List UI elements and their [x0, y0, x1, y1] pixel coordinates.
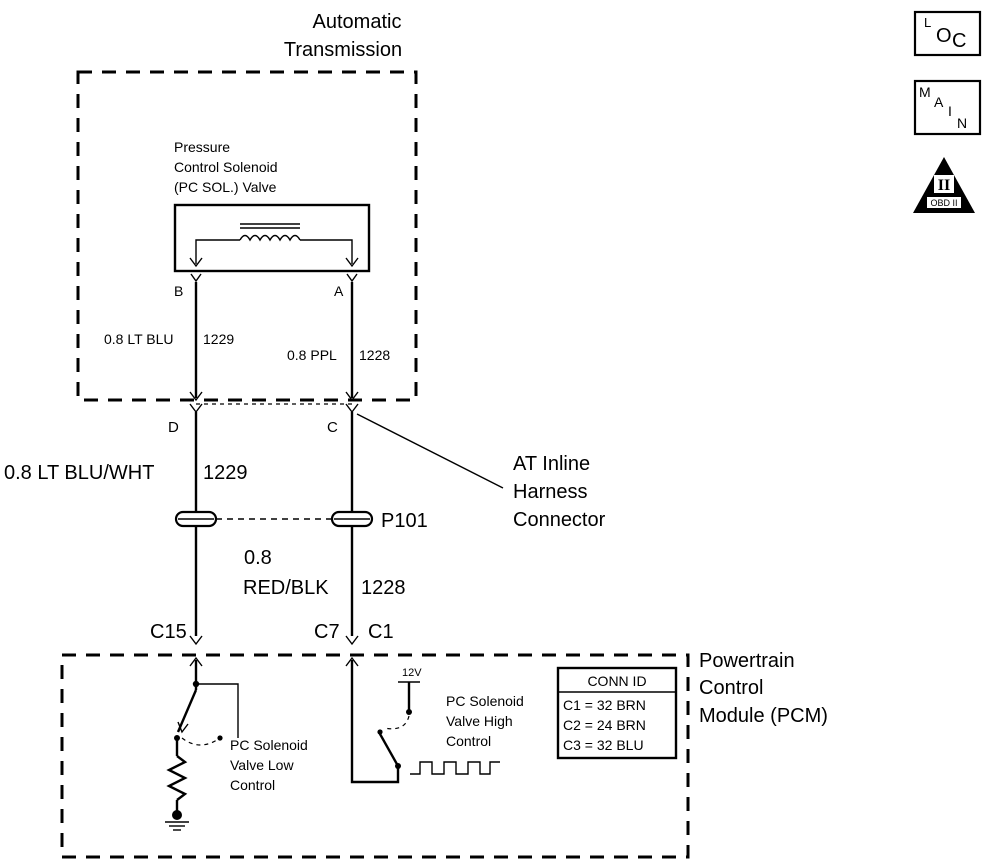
switch-contact — [406, 709, 412, 715]
obd-text-box — [927, 197, 961, 208]
loc-letter: C — [952, 30, 966, 52]
solenoid-internal-wire — [195, 239, 240, 264]
transmission-title-line1: Automatic — [313, 11, 402, 33]
wire-red-blk-label-line2: RED/BLK — [243, 577, 329, 599]
wire-lt-blu-circuit: 1229 — [203, 331, 234, 347]
conn-id-row: C3 = 32 BLU — [563, 737, 644, 753]
switch-contact — [395, 763, 401, 769]
low-driver-feedback-wire — [196, 683, 239, 738]
transmission-title-line2: Transmission — [284, 39, 402, 61]
terminal-b-icon — [190, 273, 202, 283]
conn-id-row: C2 = 24 BRN — [563, 717, 646, 733]
connector-leader-line — [356, 413, 504, 489]
low-control-label-line1: PC Solenoid — [230, 737, 308, 753]
high-switch-link — [383, 715, 410, 730]
connector-pin-c: C — [327, 419, 338, 436]
high-switch-blade — [378, 733, 400, 767]
pcm-pin-c7: C7 — [314, 621, 340, 643]
obd-roman: II — [938, 177, 950, 194]
low-control-label-line2: Valve Low — [230, 757, 294, 773]
switch-contact — [377, 729, 383, 735]
obd-text: OBD II — [930, 198, 957, 208]
transmission-section: Automatic Transmission — [76, 11, 418, 402]
solenoid-internal-wire — [300, 239, 353, 264]
main-letter: A — [934, 94, 944, 110]
switch-contact — [217, 735, 223, 741]
pcm-pin-c15: C15 — [150, 621, 187, 643]
wire-ppl-label: 0.8 PPL — [287, 347, 337, 363]
high-driver-wire — [350, 660, 400, 784]
main-letter: M — [919, 84, 931, 100]
pcm-section: Powertrain Control Module (PCM) C15 C7 C… — [60, 621, 828, 859]
loc-letter: L — [924, 15, 931, 30]
arrow-down-icon — [345, 257, 359, 268]
arrow-down-icon — [189, 391, 203, 402]
solenoid-coil-icon — [239, 234, 301, 242]
pcm-title-line1: Powertrain — [699, 650, 795, 672]
voltage-label: 12V — [402, 667, 422, 679]
main-letter: I — [948, 103, 952, 119]
connector-pin-d-icon — [189, 403, 203, 414]
splice-label: P101 — [381, 510, 428, 532]
terminal-a-label: A — [334, 283, 344, 299]
wire-red-blk-label-line1: 0.8 — [244, 547, 272, 569]
pcm-pin-c7-icon — [345, 635, 359, 646]
arrow-up-icon — [345, 656, 359, 667]
high-control-label-line1: PC Solenoid — [446, 693, 524, 709]
connector-pin-c-icon — [345, 403, 359, 414]
solenoid-housing — [173, 203, 371, 273]
connector-label-line2: Harness — [513, 481, 587, 503]
wire-lt-blu-wht-label: 0.8 LT BLU/WHT — [4, 462, 154, 484]
solenoid-label-line1: Pressure — [174, 139, 230, 155]
arrow-up-icon — [189, 656, 203, 667]
inline-connector: D C AT Inline Harness Connector — [168, 403, 606, 531]
loc-letter: O — [936, 25, 952, 47]
main-letter: N — [957, 115, 967, 131]
arrow-down-icon — [177, 721, 189, 734]
wire-ppl-circuit: 1228 — [359, 347, 390, 363]
switch-contact — [174, 735, 180, 741]
arrow-down-icon — [189, 257, 203, 268]
pwm-signal-icon — [410, 761, 500, 775]
terminal-a-icon — [346, 273, 358, 283]
connector-label-line1: AT Inline — [513, 453, 590, 475]
pcm-pin-c15-icon — [189, 635, 203, 646]
splice-p101: P101 — [174, 510, 428, 532]
high-control-label-line2: Valve High — [446, 713, 513, 729]
terminal-b-label: B — [174, 283, 183, 299]
main-icon[interactable]: M A I N — [913, 79, 982, 136]
conn-id-header: CONN ID — [587, 673, 646, 689]
loc-icon[interactable]: L O C — [913, 10, 982, 57]
solenoid-label-line2: Control Solenoid — [174, 159, 278, 175]
conn-id-table: CONN ID C1 = 32 BRN C2 = 24 BRN C3 = 32 … — [556, 666, 678, 760]
wire-lt-blu-wht-circuit: 1229 — [203, 462, 248, 484]
low-control-label-line3: Control — [230, 777, 275, 793]
pcm-boundary — [60, 653, 690, 859]
pc-solenoid: Pressure Control Solenoid (PC SOL.) Valv… — [173, 139, 371, 299]
low-switch-blade — [176, 689, 198, 733]
arrow-down-icon — [345, 391, 359, 402]
high-control-label-line3: Control — [446, 733, 491, 749]
ground-node — [172, 810, 182, 820]
pcm-title-line2: Control — [699, 677, 763, 699]
conn-id-border — [556, 666, 678, 760]
wire-red-blk-circuit: 1228 — [361, 577, 406, 599]
solenoid-label-line3: (PC SOL.) Valve — [174, 179, 277, 195]
connector-label-line3: Connector — [513, 509, 606, 531]
low-switch-link — [181, 737, 221, 746]
obd-ii-icon[interactable]: II OBD II — [913, 157, 975, 213]
connector-pin-d: D — [168, 419, 179, 436]
wire-lt-blu-label: 0.8 LT BLU — [104, 331, 174, 347]
transmission-boundary — [76, 70, 418, 402]
conn-id-row: C1 = 32 BRN — [563, 697, 646, 713]
obd-roman-box — [934, 175, 954, 193]
internal-wires: 0.8 LT BLU 1229 0.8 PPL 1228 — [104, 282, 390, 402]
pcm-pin-c1: C1 — [368, 621, 394, 643]
pcm-title-line3: Module (PCM) — [699, 705, 828, 727]
resistor-icon — [166, 755, 188, 801]
ground-icon — [165, 821, 189, 831]
